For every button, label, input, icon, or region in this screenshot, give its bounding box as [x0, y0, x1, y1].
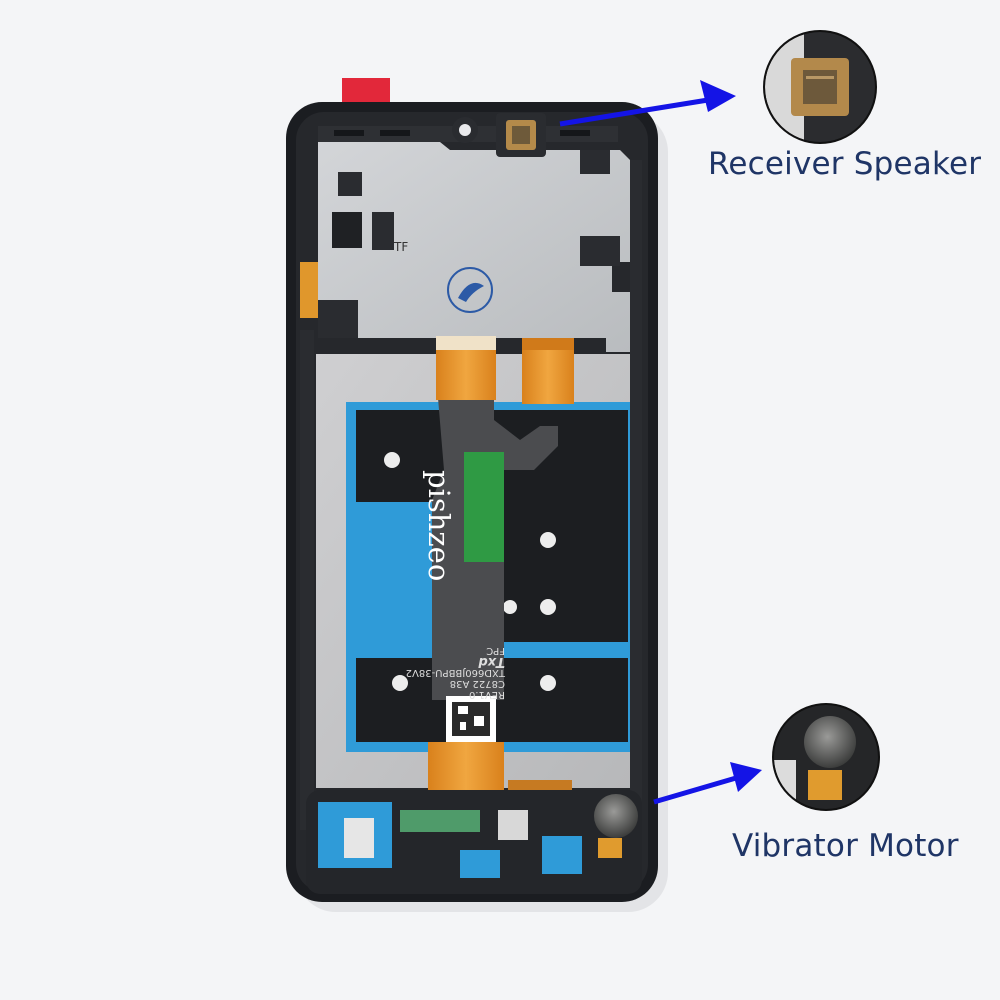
- receiver-zoom-ring: [763, 30, 877, 144]
- bottom-blue-port: [542, 836, 582, 874]
- brand-sticker: [464, 452, 504, 562]
- vibrator-motor: [594, 794, 638, 838]
- flex-print-line: Txd: [478, 654, 505, 669]
- top-rib-slot: [334, 130, 364, 136]
- flex-connector-tip: [436, 336, 496, 350]
- foam-block: [496, 494, 628, 642]
- bottom-green-flex: [400, 810, 480, 832]
- vibrator-zoom-ring: [772, 703, 880, 811]
- bottom-blue-port: [460, 850, 500, 878]
- foam-hole: [503, 600, 517, 614]
- frame-mark: TF: [394, 240, 409, 254]
- shield-cutout: [338, 172, 362, 196]
- brand-sticker-text: pishzeo: [422, 470, 456, 582]
- right-flex-tip: [522, 338, 574, 350]
- side-flex-cable: [300, 262, 318, 318]
- vibrator-arrow-line: [653, 775, 737, 805]
- shield-cutout: [318, 300, 358, 338]
- screw-hole: [459, 124, 471, 136]
- side-rib: [630, 160, 642, 860]
- vibrator-zoom-motor: [804, 716, 856, 768]
- qr-code-pattern: [474, 716, 484, 726]
- bottom-blue-module-inset: [344, 818, 374, 858]
- vibrator-motor-label: Vibrator Motor: [732, 828, 959, 864]
- bottom-white-port: [498, 810, 528, 840]
- shield-cutout: [372, 212, 394, 250]
- flex-connector-orange: [436, 346, 496, 400]
- qr-code: [452, 702, 490, 736]
- foam-hole: [392, 675, 408, 691]
- receiver-arrow-line: [559, 97, 709, 127]
- top-rib-slot: [380, 130, 410, 136]
- receiver-speaker-label: Receiver Speaker: [708, 146, 982, 182]
- qr-code-pattern: [460, 722, 466, 730]
- receiver-speaker-grill: [512, 126, 530, 144]
- receiver-zoom-grill-line: [806, 76, 834, 79]
- shield-cutout: [580, 236, 620, 266]
- shield-cutout: [332, 212, 362, 248]
- foam-hole: [540, 532, 556, 548]
- shield-cutout: [580, 150, 610, 174]
- vibrator-arrow-head: [730, 762, 762, 792]
- flex-print-line: FPC: [486, 645, 505, 656]
- foam-hole: [540, 599, 556, 615]
- vibrator-flex: [598, 838, 622, 858]
- vibrator-zoom-flex: [808, 770, 842, 800]
- foam-hole: [540, 675, 556, 691]
- flex-print-line: REV1.0: [468, 689, 505, 700]
- side-rib: [300, 330, 314, 830]
- shield-logo-mark: [458, 282, 484, 302]
- right-flex-cable: [522, 346, 574, 404]
- receiver-arrow-head: [700, 80, 736, 112]
- top-rib-slot: [560, 130, 590, 136]
- flex-print-line: C8722 A38: [449, 678, 505, 689]
- qr-code-pattern: [458, 706, 468, 714]
- shield-logo: [447, 267, 493, 313]
- receiver-zoom-grill: [803, 70, 837, 104]
- foam-hole: [384, 452, 400, 468]
- top-shield-plate: [318, 142, 630, 352]
- flex-cable-print: REV1.0 C8722 A38 TXD660JBBPU-38V2 Txd FP…: [406, 645, 505, 700]
